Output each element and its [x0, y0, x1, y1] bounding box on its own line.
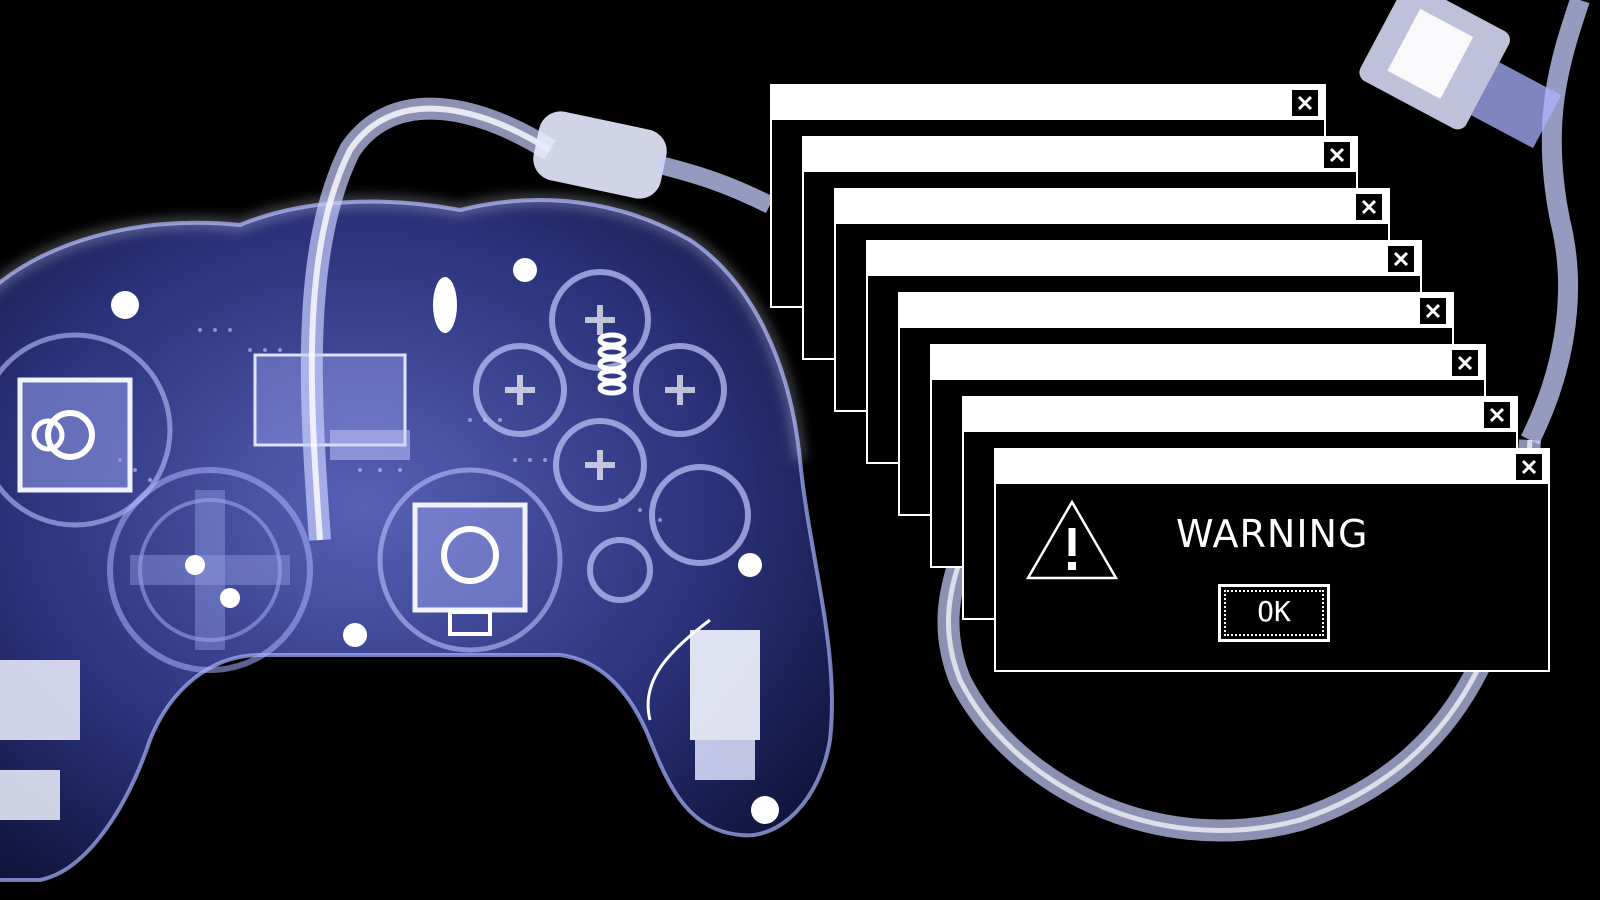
- close-icon: [1422, 300, 1444, 322]
- dialog-titlebar[interactable]: [996, 450, 1548, 484]
- close-icon: [1486, 404, 1508, 426]
- close-button[interactable]: [1452, 350, 1478, 376]
- spring: [597, 332, 627, 396]
- close-button[interactable]: [1420, 298, 1446, 324]
- dialog-titlebar[interactable]: [964, 398, 1516, 432]
- close-icon: [1390, 248, 1412, 270]
- dialog-titlebar[interactable]: [932, 346, 1484, 380]
- screws: [111, 258, 779, 824]
- dialog-title: WARNING: [1176, 512, 1369, 556]
- grip-parts: [0, 660, 80, 820]
- close-button[interactable]: [1516, 454, 1542, 480]
- ok-button-label: OK: [1224, 590, 1324, 636]
- close-button[interactable]: [1356, 194, 1382, 220]
- close-icon: [1358, 196, 1380, 218]
- dialog-body: WARNING OK: [996, 484, 1548, 670]
- close-icon: [1454, 352, 1476, 374]
- close-icon: [1326, 144, 1348, 166]
- dialog-titlebar[interactable]: [836, 190, 1388, 224]
- close-button[interactable]: [1388, 246, 1414, 272]
- left-joystick: [0, 332, 173, 528]
- close-button[interactable]: [1324, 142, 1350, 168]
- dialog-titlebar[interactable]: [772, 86, 1324, 120]
- rumble-motor: [646, 618, 760, 780]
- warning-triangle-icon: [1024, 498, 1120, 582]
- warning-dialog[interactable]: WARNING OK: [994, 448, 1550, 672]
- chip: [253, 353, 410, 460]
- close-icon: [1294, 92, 1316, 114]
- dialog-titlebar[interactable]: [804, 138, 1356, 172]
- controller-cable: [300, 97, 775, 541]
- close-button[interactable]: [1292, 90, 1318, 116]
- dialog-titlebar[interactable]: [900, 294, 1452, 328]
- ok-button[interactable]: OK: [1218, 584, 1330, 642]
- close-icon: [1518, 456, 1540, 478]
- face-buttons: [473, 269, 751, 603]
- right-joystick: [377, 467, 563, 653]
- dialog-titlebar[interactable]: [868, 242, 1420, 276]
- close-button[interactable]: [1484, 402, 1510, 428]
- dpad: [107, 467, 313, 673]
